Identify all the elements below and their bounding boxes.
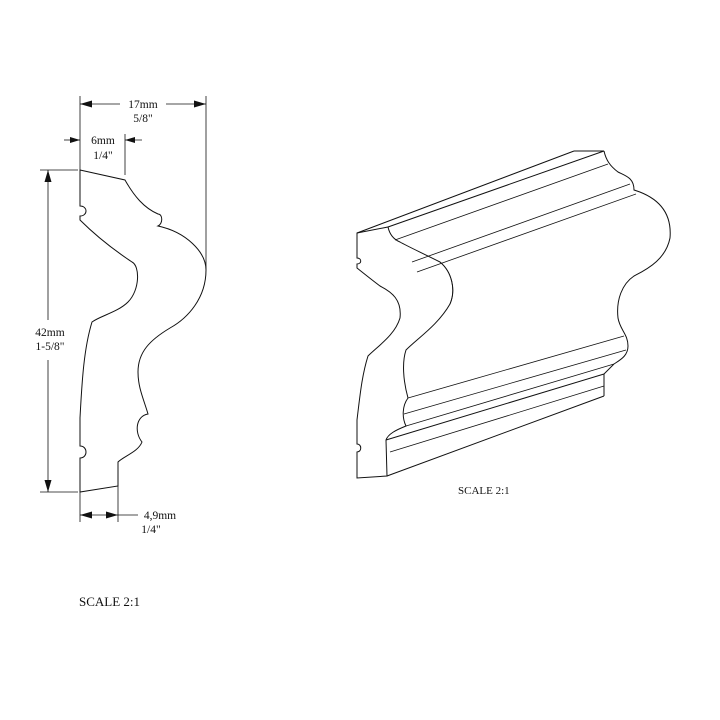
dimension-width-17mm: 17mm 5/8"	[80, 99, 206, 125]
profile-view: 17mm 5/8" 6mm 1/4" 42mm 1-5/8"	[35, 96, 207, 609]
iso-bottom-bead-line-1	[407, 335, 625, 399]
dimension-bottom-lip-4-9mm: 4,9mm 1/4"	[79, 486, 176, 536]
dimension-top-lip-metric: 6mm	[91, 135, 115, 147]
iso-back-profile-top	[603, 150, 671, 365]
iso-top-back-edge	[356, 150, 575, 234]
dimension-height-42mm: 42mm 1-5/8"	[35, 169, 78, 493]
moulding-profile-outline	[79, 169, 207, 493]
iso-top-bead-line-2	[411, 183, 631, 263]
iso-bottom-bead-line-3	[405, 363, 615, 427]
dimension-width-imperial: 5/8"	[133, 113, 152, 125]
iso-top-bead-line-1	[394, 163, 609, 241]
iso-top-bead-line-3	[416, 193, 637, 273]
dimension-top-lip-imperial: 1/4"	[93, 150, 112, 162]
dimension-height-metric: 42mm	[35, 327, 64, 339]
dimension-top-lip-6mm: 6mm 1/4"	[64, 135, 142, 162]
iso-back-lip-top	[603, 363, 615, 375]
profile-scale-label: SCALE 2:1	[79, 594, 140, 609]
iso-top-front-edge	[387, 150, 605, 228]
iso-bottom-lip-inner	[389, 385, 605, 453]
isometric-view: SCALE 2:1	[356, 150, 671, 497]
dimension-bottom-lip-metric: 4,9mm	[144, 510, 176, 522]
dimension-width-metric: 17mm	[128, 99, 157, 111]
iso-face-contour-top	[439, 261, 454, 305]
iso-bottom-bead-line-2	[403, 349, 627, 415]
iso-bottom-lip-edge	[385, 373, 605, 441]
iso-bottom-base-edge	[386, 395, 605, 477]
dimension-height-imperial: 1-5/8"	[36, 341, 65, 353]
iso-scale-label: SCALE 2:1	[458, 485, 510, 497]
dimension-bottom-lip-imperial: 1/4"	[141, 524, 160, 536]
